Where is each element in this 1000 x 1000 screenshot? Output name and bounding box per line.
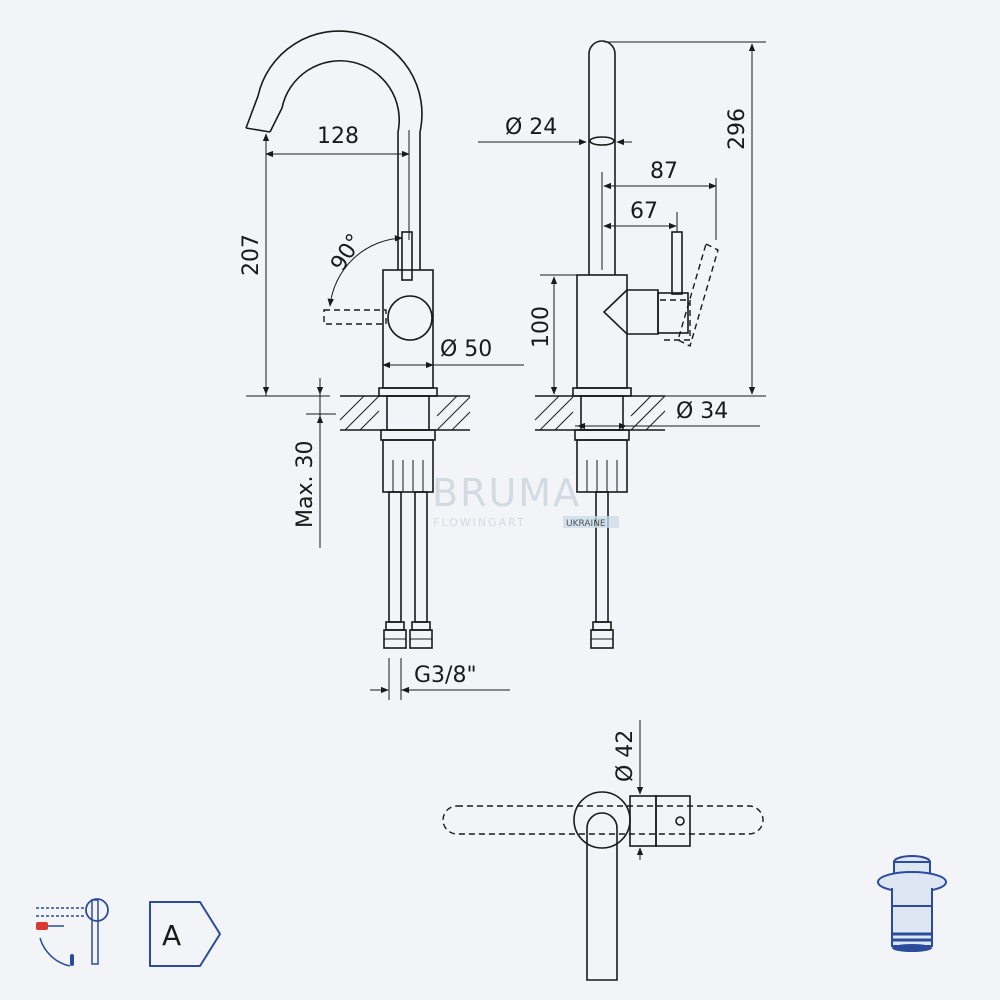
front-countertop <box>339 395 471 431</box>
side-lever <box>671 231 683 295</box>
side-body <box>576 274 628 389</box>
side-fixing-nut <box>576 439 628 493</box>
dim-lever-87: 87 <box>650 159 678 184</box>
dim-base-diameter: Ø 34 <box>676 399 728 424</box>
front-fixing-nut <box>382 439 434 493</box>
watermark-tag-suffix: UKRAINE <box>566 519 606 529</box>
front-hose-left <box>388 491 402 623</box>
dim-body-height: 100 <box>529 306 554 348</box>
side-lever-cartridge <box>602 289 659 335</box>
dim-max-thickness: Max. 30 <box>293 441 318 528</box>
front-lever-rotated <box>323 309 387 325</box>
dim-spout-reach: 128 <box>317 124 359 149</box>
front-spout <box>269 59 401 270</box>
lever-angle-label: 90° <box>326 230 368 276</box>
front-lever-hub <box>387 295 433 341</box>
dim-height-207: 207 <box>239 234 264 276</box>
dim-top-diameter: Ø 42 <box>613 730 638 782</box>
side-view: Ø 24 296 87 67 100 Ø 34 <box>478 40 766 649</box>
dim-total-height: 296 <box>725 108 750 150</box>
energy-class-a-icon: A <box>149 901 221 967</box>
top-view: Ø 42 <box>442 720 764 981</box>
watermark: BRUMA FLOWINGART UKRAINE <box>432 471 619 529</box>
front-view: 90° <box>239 30 524 700</box>
side-hose <box>595 491 609 623</box>
dim-spout-diameter: Ø 24 <box>505 115 557 140</box>
top-spout <box>586 812 618 981</box>
dim-lever-67: 67 <box>630 199 658 224</box>
side-countertop <box>534 395 666 431</box>
hot-cold-lever-icon <box>36 898 109 967</box>
top-lever-sweep <box>442 805 764 835</box>
side-spout <box>588 40 616 270</box>
watermark-tagline: FLOWINGART <box>433 516 526 529</box>
energy-class-label: A <box>162 919 181 952</box>
dim-body-diameter: Ø 50 <box>440 337 492 362</box>
side-lever-rotated <box>677 242 719 348</box>
dim-connection-thread: G3/8" <box>414 663 477 688</box>
front-lever <box>401 231 413 281</box>
click-clack-waste-icon <box>877 855 947 952</box>
top-body-outline <box>573 791 631 849</box>
front-hose-right <box>414 491 428 623</box>
watermark-brand: BRUMA <box>432 471 581 515</box>
